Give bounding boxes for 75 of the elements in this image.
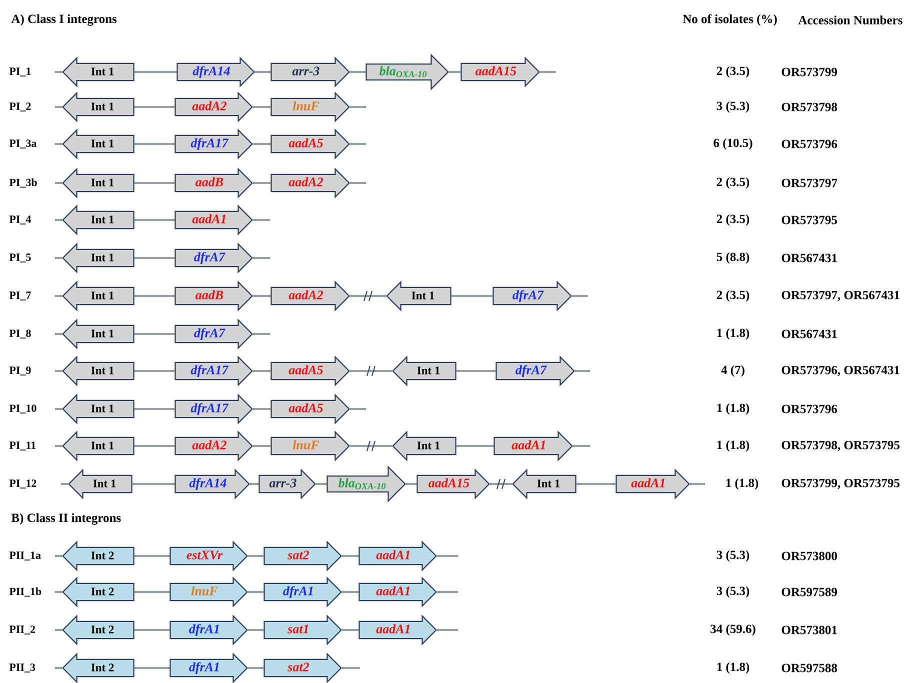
connector-line bbox=[350, 366, 392, 376]
isolate-count: 3 (5.3) bbox=[716, 550, 750, 562]
row-label: PI_12 bbox=[9, 480, 36, 488]
accession-number: OR567431 bbox=[782, 254, 837, 262]
connector-line bbox=[252, 370, 272, 372]
isolate-count: 2 (3.5) bbox=[716, 177, 750, 189]
row-label: PII_2 bbox=[9, 626, 35, 634]
isolate-count: 34 (59.6) bbox=[710, 624, 756, 636]
connector-line bbox=[350, 440, 392, 452]
accession-number: OR573796 bbox=[782, 404, 838, 414]
gene-cassette: sat2 bbox=[264, 652, 342, 683]
accession-number: OR573798 bbox=[782, 102, 838, 112]
connector-line bbox=[134, 370, 176, 372]
row-label: PI_7 bbox=[9, 292, 31, 300]
gene-cassette: dfrA1 bbox=[170, 652, 248, 683]
isolate-count: 3 (5.3) bbox=[716, 101, 750, 113]
isolate-count: 1 (1.8) bbox=[717, 662, 750, 674]
row-label: PI_10 bbox=[9, 404, 36, 414]
isolate-count: 6 (10.5) bbox=[714, 138, 752, 150]
accession-number: OR573795 bbox=[782, 216, 837, 224]
accession-number: OR573801 bbox=[782, 626, 837, 634]
row-label: PI_11 bbox=[9, 442, 36, 450]
isolate-count: 3 (5.3) bbox=[716, 586, 750, 598]
connector-line bbox=[456, 370, 496, 372]
row-label: PI_5 bbox=[9, 254, 31, 262]
row-label: PI_4 bbox=[9, 216, 31, 224]
connector-line bbox=[350, 408, 366, 410]
connector-line bbox=[134, 408, 176, 410]
connector-line bbox=[252, 106, 272, 108]
isolate-count: 1 (1.8) bbox=[717, 440, 750, 452]
isolate-count: 1 (1.8) bbox=[717, 328, 750, 340]
row-label: PI_8 bbox=[9, 330, 31, 338]
accession-number: OR573800 bbox=[782, 552, 837, 560]
row-label: PII_1b bbox=[9, 587, 42, 597]
row-label: PI_3a bbox=[9, 140, 37, 148]
accession-number: OR573796 bbox=[782, 140, 838, 148]
connector-line bbox=[54, 182, 62, 184]
connector-line bbox=[252, 408, 272, 410]
connector-line bbox=[134, 106, 176, 108]
isolate-count: 1 (1.8) bbox=[717, 403, 750, 415]
isolate-count: 5 (8.8) bbox=[716, 252, 750, 264]
accession-number: OR597588 bbox=[782, 664, 838, 672]
isolate-count: 1 (1.8) bbox=[726, 478, 758, 490]
isolate-count: 2 (3.5) bbox=[716, 66, 750, 78]
row-label: PI_3b bbox=[9, 178, 37, 188]
accession-number: OR573797, OR567431 bbox=[782, 290, 900, 302]
accession-number: OR567431 bbox=[782, 330, 837, 338]
row-label: PII_3 bbox=[9, 664, 36, 672]
section-heading: B) Class II integrons bbox=[11, 513, 121, 525]
connector-line bbox=[252, 182, 272, 184]
connector-line bbox=[134, 182, 176, 184]
isolate-count: 4 (7) bbox=[721, 365, 744, 377]
isolate-count: 2 (3.5) bbox=[716, 290, 750, 302]
connector-line bbox=[54, 106, 62, 108]
accession-number: OR573797 bbox=[782, 178, 838, 188]
connector-line bbox=[574, 370, 590, 372]
accession-number: OR573798, OR573795 bbox=[782, 440, 900, 452]
accession-number: OR597589 bbox=[782, 588, 837, 596]
column-header: Accession Numbers bbox=[798, 16, 902, 24]
row-label: PI_2 bbox=[9, 102, 31, 112]
accession-number: OR573799 bbox=[782, 68, 837, 76]
accession-number: OR573796, OR567431 bbox=[782, 366, 900, 376]
column-header: No of isolates (%) bbox=[682, 14, 777, 26]
connector-line bbox=[350, 182, 366, 184]
row-label: PI_1 bbox=[9, 68, 31, 76]
connector-line bbox=[350, 106, 366, 108]
connector-line bbox=[350, 290, 386, 302]
isolate-count: 2 (3.5) bbox=[716, 214, 750, 226]
connector-line bbox=[54, 408, 62, 410]
connector-line bbox=[490, 478, 512, 490]
section-heading: A) Class I integrons bbox=[11, 14, 117, 26]
row-label: PII_1a bbox=[9, 552, 41, 560]
connector-line bbox=[54, 370, 62, 372]
row-label: PI_9 bbox=[9, 366, 31, 376]
accession-number: OR573799, OR573795 bbox=[782, 478, 900, 490]
